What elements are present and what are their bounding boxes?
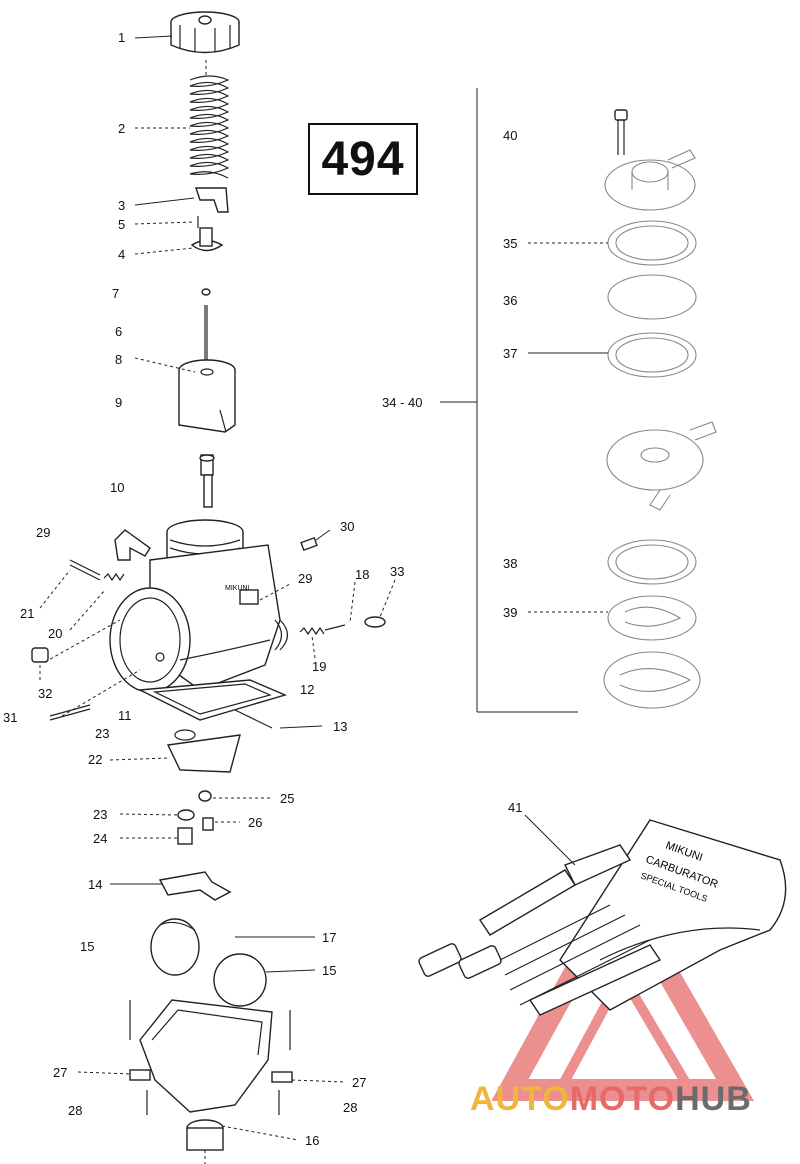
- callout-28-right: 28: [343, 1100, 357, 1115]
- callout-27-right: 27: [352, 1075, 366, 1090]
- logo-word-auto: AUTO: [470, 1080, 570, 1118]
- callout-2: 2: [118, 121, 125, 136]
- page-number: 494: [321, 132, 405, 186]
- callout-32: 32: [38, 686, 52, 701]
- watermark-logo: AUTOMOTOHUB: [470, 1080, 752, 1119]
- callout-15-left: 15: [80, 939, 94, 954]
- callout-23-top: 23: [95, 726, 109, 741]
- callout-30: 30: [340, 519, 354, 534]
- callout-31: 31: [3, 710, 17, 725]
- callout-25: 25: [280, 791, 294, 806]
- callout-22: 22: [88, 752, 102, 767]
- callout-11: 11: [118, 708, 132, 723]
- cap-part: [170, 11, 240, 54]
- callout-17: 17: [322, 930, 336, 945]
- callout-37: 37: [503, 346, 517, 361]
- callout-18: 18: [355, 567, 369, 582]
- callout-23-bottom: 23: [93, 807, 107, 822]
- callout-4: 4: [118, 247, 125, 262]
- callout-12: 12: [300, 682, 314, 697]
- callout-29-right: 29: [298, 571, 312, 586]
- diaphragm-kit-parts: [440, 88, 717, 713]
- callout-20: 20: [48, 626, 62, 641]
- callout-26: 26: [248, 815, 262, 830]
- callout-10: 10: [110, 480, 124, 495]
- clip-plate-part: [190, 187, 229, 252]
- callout-7: 7: [112, 286, 119, 301]
- callout-3: 3: [118, 198, 125, 213]
- callout-14: 14: [88, 877, 102, 892]
- callout-36: 36: [503, 293, 517, 308]
- callout-16: 16: [305, 1133, 319, 1148]
- callout-24: 24: [93, 831, 107, 846]
- float-parts: [150, 918, 267, 1007]
- needle-jet-part: [199, 454, 215, 508]
- leader-lines: [39, 35, 608, 1141]
- callout-38: 38: [503, 556, 517, 571]
- callout-19: 19: [312, 659, 326, 674]
- page-number-box: 494: [308, 123, 418, 195]
- tool-kit-part: MIKUNI CARBURATOR SPECIAL TOOLS: [418, 819, 787, 1016]
- callout-27-left: 27: [53, 1065, 67, 1080]
- carburetor-body-part: MIKUNI: [109, 519, 288, 721]
- logo-word-moto: MOTO: [569, 1080, 676, 1118]
- callout-40: 40: [503, 128, 517, 143]
- callout-29-left: 29: [36, 525, 50, 540]
- callout-1: 1: [118, 30, 125, 45]
- callout-kit-range: 34 - 40: [382, 395, 422, 410]
- callout-13: 13: [333, 719, 347, 734]
- callout-8: 8: [115, 352, 122, 367]
- logo-word-hub: HUB: [675, 1080, 752, 1118]
- throttle-valve-part: [178, 359, 236, 433]
- needle-part: [201, 288, 211, 365]
- callout-9: 9: [115, 395, 122, 410]
- callout-numbers: 1 2 3 5 4 7 6 8 9 10 29 30 29 18 33 21 2…: [3, 30, 522, 1148]
- svg-text:MIKUNI: MIKUNI: [225, 585, 250, 592]
- callout-21: 21: [20, 606, 34, 621]
- callout-28-left: 28: [68, 1103, 82, 1118]
- callout-33: 33: [390, 564, 404, 579]
- callout-39: 39: [503, 605, 517, 620]
- callout-5: 5: [118, 217, 125, 232]
- callout-41: 41: [508, 800, 522, 815]
- spring-part: [189, 75, 230, 179]
- callout-6: 6: [115, 324, 122, 339]
- callout-35: 35: [503, 236, 517, 251]
- small-hardware-parts: [31, 536, 386, 901]
- float-bowl-part: [129, 999, 293, 1164]
- callout-15-right: 15: [322, 963, 336, 978]
